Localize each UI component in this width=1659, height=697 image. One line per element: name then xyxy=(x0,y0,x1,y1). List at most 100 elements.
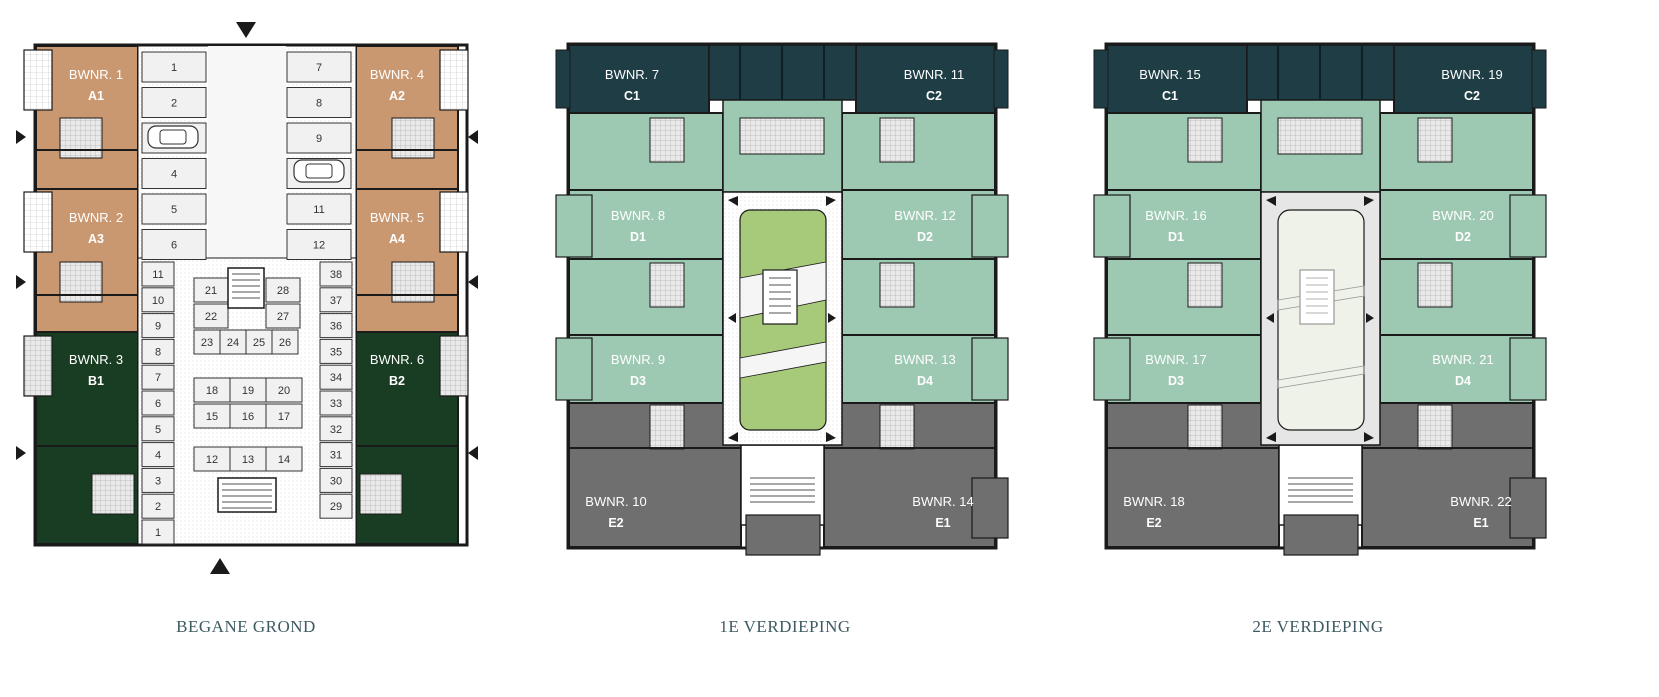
unit-label: BWNR. 17 xyxy=(1145,352,1206,367)
storage-unit xyxy=(193,277,229,303)
storage-unit-number: 32 xyxy=(330,424,342,436)
parking-space xyxy=(141,229,207,260)
unit-label: BWNR. 4 xyxy=(370,67,424,82)
unit-area-bwnr-2 xyxy=(35,188,139,333)
storage-unit-number: 19 xyxy=(242,385,254,397)
parking-space-number: 4 xyxy=(171,169,177,181)
storage-unit-number: 27 xyxy=(277,311,289,323)
storage-unit xyxy=(193,403,231,429)
stairwell xyxy=(217,477,277,513)
storage-unit-number: 30 xyxy=(330,475,342,487)
unit-area-bwnr-13 xyxy=(841,258,996,404)
entrance-arrow-icon xyxy=(16,130,26,144)
entrance-arrow-icon xyxy=(236,22,256,38)
storage-unit xyxy=(141,493,175,519)
unit-label: BWNR. 15 xyxy=(1139,67,1200,82)
storage-unit xyxy=(229,377,267,403)
plan-1e-verdieping: BWNR. 7 C1 BWNR. 11 C2 BWNR. 8 D1 BWNR. … xyxy=(555,42,1009,636)
storage-unit xyxy=(319,416,353,442)
unit-label: BWNR. 11 xyxy=(904,67,964,82)
storage-unit-number: 14 xyxy=(278,454,290,466)
unit-type: D4 xyxy=(1455,374,1471,388)
parking-space xyxy=(286,122,352,154)
storage-unit-number: 22 xyxy=(205,311,217,323)
storage-unit xyxy=(141,519,175,545)
parking-space xyxy=(286,51,352,83)
unit-label: BWNR. 8 xyxy=(611,208,665,223)
entrance-arrow-icon xyxy=(468,130,478,144)
storage-unit xyxy=(141,287,175,313)
entrance-arrow-icon xyxy=(210,558,230,574)
unit-type: C1 xyxy=(624,89,640,103)
storage-unit-number: 7 xyxy=(155,372,161,384)
storage-unit-number: 26 xyxy=(279,337,291,349)
parking-space xyxy=(286,87,352,118)
storage-unit xyxy=(141,442,175,468)
stairwell xyxy=(227,267,265,309)
entrance-arrow-icon xyxy=(468,275,478,289)
unit-type: D3 xyxy=(1168,374,1184,388)
storage-unit xyxy=(141,390,175,416)
storage-unit xyxy=(265,377,303,403)
storage-unit-number: 3 xyxy=(155,475,161,487)
plan-caption: 1E VERDIEPING xyxy=(719,617,850,636)
plan-2e-verdieping: BWNR. 15 C1 BWNR. 19 C2 BWNR. 16 D1 BWNR… xyxy=(1093,42,1547,636)
storage-unit xyxy=(193,303,229,329)
stairwell xyxy=(762,269,798,325)
unit-type: E1 xyxy=(935,516,950,530)
storage-unit-number: 33 xyxy=(330,398,342,410)
storage-unit xyxy=(319,261,353,287)
storage-unit xyxy=(141,416,175,442)
parking-space xyxy=(286,229,352,260)
storage-unit-number: 2 xyxy=(155,501,161,513)
parking-space-number: 12 xyxy=(313,240,325,252)
car-icon xyxy=(147,125,199,149)
storage-unit-number: 16 xyxy=(242,411,254,423)
unit-type: C2 xyxy=(1464,89,1480,103)
unit-area-bwnr-8 xyxy=(568,112,724,260)
terrace xyxy=(439,191,469,253)
unit-type: A2 xyxy=(389,89,405,103)
terrace xyxy=(439,335,469,397)
unit-area-bwnr-21 xyxy=(1379,258,1534,404)
unit-type: E1 xyxy=(1473,516,1488,530)
storage-unit-number: 6 xyxy=(155,398,161,410)
unit-label: BWNR. 14 xyxy=(912,494,973,509)
unit-type: D2 xyxy=(917,230,933,244)
unit-label: BWNR. 3 xyxy=(69,352,123,367)
unit-area-bwnr-16 xyxy=(1106,112,1262,260)
storage-unit xyxy=(193,329,221,355)
unit-label: BWNR. 6 xyxy=(370,352,424,367)
storage-unit xyxy=(229,403,267,429)
unit-label: BWNR. 2 xyxy=(69,210,123,225)
storage-unit xyxy=(319,390,353,416)
parking-space-number: 2 xyxy=(171,98,177,110)
storage-unit-number: 1 xyxy=(155,527,161,539)
unit-label: BWNR. 20 xyxy=(1432,208,1493,223)
parking-space xyxy=(141,193,207,225)
storage-unit-number: 20 xyxy=(278,385,290,397)
unit-label: BWNR. 13 xyxy=(894,352,955,367)
terrace xyxy=(23,335,53,397)
unit-label: BWNR. 12 xyxy=(894,208,955,223)
unit-type: D3 xyxy=(630,374,646,388)
storage-unit-number: 37 xyxy=(330,295,342,307)
storage-unit xyxy=(265,277,301,303)
unit-type: D1 xyxy=(630,230,646,244)
storage-unit xyxy=(319,493,353,519)
unit-label: BWNR. 21 xyxy=(1432,352,1493,367)
storage-unit xyxy=(265,303,301,329)
storage-unit-number: 35 xyxy=(330,346,342,358)
storage-unit-number: 23 xyxy=(201,337,213,349)
storage-unit xyxy=(319,287,353,313)
storage-unit-number: 15 xyxy=(206,411,218,423)
unit-type: B2 xyxy=(389,374,405,388)
storage-unit xyxy=(219,329,247,355)
parking-space-number: 8 xyxy=(316,98,322,110)
unit-area-bwnr-17 xyxy=(1106,258,1262,404)
unit-label: BWNR. 5 xyxy=(370,210,424,225)
